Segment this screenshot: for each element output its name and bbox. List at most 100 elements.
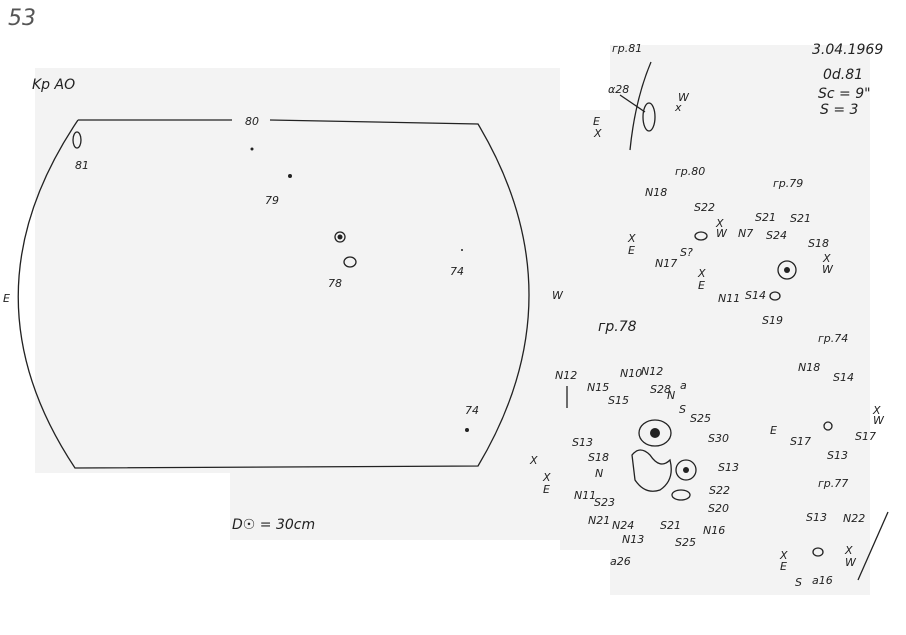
observation-time: 0d.81 <box>823 67 864 83</box>
group-80-label: X <box>716 217 724 230</box>
group-78-label: S13 <box>572 436 593 449</box>
group-80-label: N18 <box>645 186 668 199</box>
spot-81 <box>72 131 82 149</box>
group-74-label: N18 <box>798 361 821 374</box>
group-78-label: S25 <box>690 412 711 425</box>
group-79-label: X <box>823 252 831 265</box>
group-80-label: N17 <box>655 257 678 270</box>
group-78-label: S18 <box>588 451 609 464</box>
group-77-label: X <box>780 549 788 562</box>
group-78-label: N12 <box>555 369 578 382</box>
scan-area-disk <box>35 68 560 473</box>
group-79-label: S19 <box>762 314 783 327</box>
spot-78-zoom-main <box>638 419 672 447</box>
group-80-label: X <box>698 267 706 280</box>
observatory-code: Kp AO <box>32 77 76 93</box>
group-80-label: X <box>628 232 636 245</box>
group-74-label: S14 <box>833 371 854 384</box>
group-78-label: X <box>530 454 538 467</box>
group-78-label: S <box>679 403 686 416</box>
group-74-label: X <box>873 404 881 417</box>
group-78-label: S21 <box>660 519 681 532</box>
group-79-label: S14 <box>745 289 766 302</box>
group-77-label: S <box>795 576 802 589</box>
group-77-label: N22 <box>843 512 866 525</box>
group-81-label: X <box>594 127 602 140</box>
group-80-label: S22 <box>694 201 715 214</box>
spot-78b <box>343 256 357 268</box>
observation-date: 3.04.1969 <box>812 42 884 58</box>
group-74-label: E <box>770 424 777 437</box>
group-77-title: гр.77 <box>818 477 849 490</box>
spot-80 <box>694 231 708 241</box>
spot-78-zoom-b <box>675 459 697 481</box>
group-77-label: a16 <box>812 574 833 587</box>
group-80-label: N11 <box>718 292 741 305</box>
disk-group-label: 78 <box>328 277 342 290</box>
group-79-label: S24 <box>766 229 787 242</box>
page-number: 53 <box>8 6 36 31</box>
group-81-label: x <box>675 101 682 114</box>
disk-diameter: D☉ = 30cm <box>232 517 316 533</box>
group-79-label: S18 <box>808 237 829 250</box>
group-80-label: W <box>716 227 727 240</box>
spot-79 <box>777 260 797 280</box>
spot-74 <box>823 421 833 431</box>
group-78-title: гр.78 <box>598 319 637 335</box>
scan-area-bottom <box>230 470 560 540</box>
group-74-label: S17 <box>855 430 876 443</box>
group-80-label: E <box>698 279 705 292</box>
group-78-label: N16 <box>703 524 726 537</box>
group-81-label: α28 <box>608 83 630 96</box>
group-74-label: W <box>873 414 884 427</box>
disk-west: W <box>552 289 563 302</box>
group-77-label: W <box>845 556 856 569</box>
disk-group-label: 80 <box>245 115 259 128</box>
disk-east: E <box>3 292 10 305</box>
group-80-title: гр.80 <box>675 165 706 178</box>
group-78-label: S15 <box>608 394 629 407</box>
group-78-label: a <box>680 379 687 392</box>
group-78-label: S23 <box>594 496 615 509</box>
group-77-label: E <box>780 560 787 573</box>
group-78-label: S30 <box>708 432 729 445</box>
group-78-label: N12 <box>641 365 664 378</box>
group-81-title: гр.81 <box>612 42 643 55</box>
group-78-label: X <box>543 471 551 484</box>
disk-group-label: 79 <box>265 194 279 207</box>
group-78-label: S20 <box>708 502 729 515</box>
solar-disk-outline <box>17 119 530 469</box>
group-74-label: S17 <box>790 435 811 448</box>
group-74-label: S13 <box>827 449 848 462</box>
group-78-label: N10 <box>620 367 643 380</box>
seeing-sc: Sc = 9" <box>818 86 871 102</box>
group-78-label: S22 <box>709 484 730 497</box>
group-78-label: N24 <box>612 519 635 532</box>
group-79-label: S21 <box>790 212 811 225</box>
limb-arc-81 <box>629 61 652 151</box>
group-78-label: E <box>543 483 550 496</box>
disk-group-label: 74 <box>465 404 479 417</box>
group-79-label: W <box>822 263 833 276</box>
spot-79b <box>769 291 781 301</box>
seeing-s: S = 3 <box>820 102 859 118</box>
disk-group-label: 74 <box>450 265 464 278</box>
spot-78-main <box>334 231 346 243</box>
group-78-label: N <box>667 389 676 402</box>
disk-group-label: 81 <box>75 159 89 172</box>
group-78-label: N13 <box>622 533 645 546</box>
group-78-label: N21 <box>588 514 611 527</box>
group-80-label: E <box>628 244 635 257</box>
group-78-label: N11 <box>574 489 597 502</box>
spot-78-zoom-c <box>671 489 691 501</box>
group-78-label: a26 <box>610 555 631 568</box>
group-80-label: S? <box>680 246 693 259</box>
scan-area-right <box>610 45 870 595</box>
group-79-label: S21 <box>755 211 776 224</box>
group-78-label: N <box>595 467 604 480</box>
spot-81-zoom <box>642 102 656 132</box>
group-78-label: N15 <box>587 381 610 394</box>
scan-area-left-groups <box>560 110 620 550</box>
group-74-title: гр.74 <box>818 332 849 345</box>
